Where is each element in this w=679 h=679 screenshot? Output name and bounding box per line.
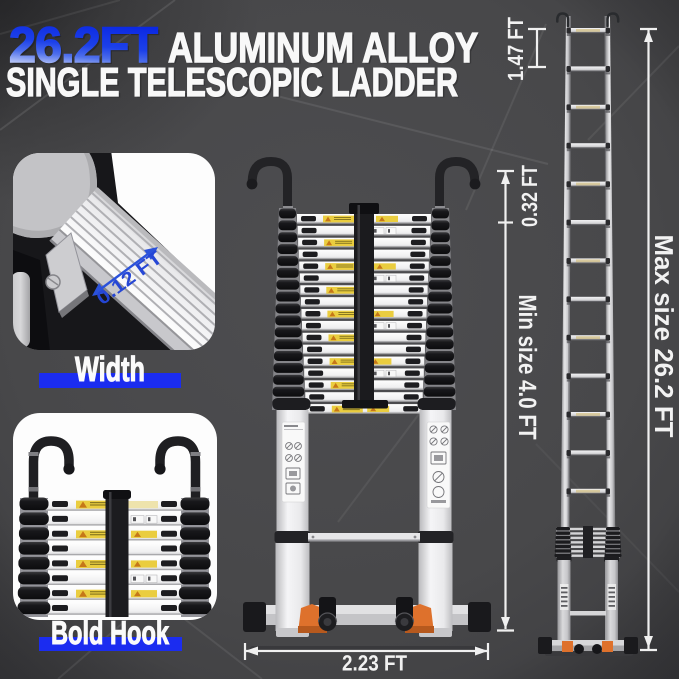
svg-text:Min size 4.0 FT: Min size 4.0 FT — [513, 295, 541, 440]
svg-text:26.2FT: 26.2FT — [11, 19, 159, 75]
svg-text:2.23 FT: 2.23 FT — [342, 651, 407, 676]
svg-text:Width: Width — [75, 350, 145, 389]
svg-text:SINGLE TELESCOPIC LADDER: SINGLE TELESCOPIC LADDER — [8, 61, 460, 107]
svg-text:ALUMINUM ALLOY: ALUMINUM ALLOY — [168, 24, 478, 71]
svg-text:SINGLE TELESCOPIC LADDER: SINGLE TELESCOPIC LADDER — [6, 59, 458, 105]
svg-text:ALUMINUM ALLOY: ALUMINUM ALLOY — [170, 26, 480, 73]
svg-text:26.2FT: 26.2FT — [9, 17, 157, 73]
svg-text:Max size 26.2 FT: Max size 26.2 FT — [649, 235, 679, 438]
svg-text:0.32 FT: 0.32 FT — [517, 165, 542, 227]
svg-text:Bold Hook: Bold Hook — [51, 614, 169, 651]
svg-text:1.47 FT: 1.47 FT — [503, 17, 528, 81]
